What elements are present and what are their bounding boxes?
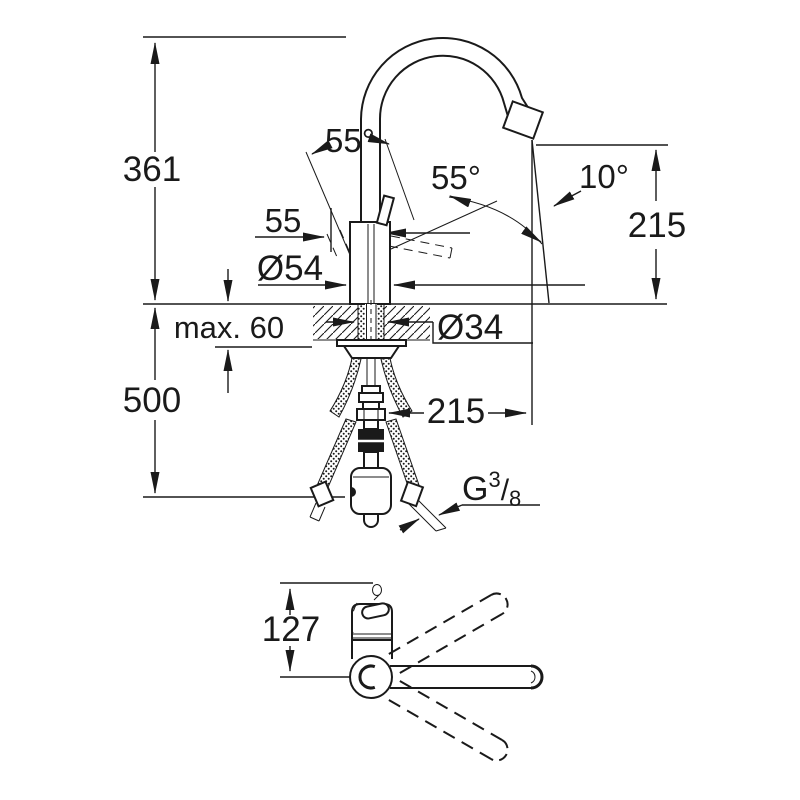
hose-fitting-right: [399, 480, 425, 508]
handle-down-line: [390, 200, 498, 250]
supply-hoses: [309, 418, 447, 532]
dim-below-deck-label: 500: [123, 381, 181, 420]
mounting-shank: [357, 300, 385, 346]
aerator-mousseur: [501, 100, 545, 140]
dim-thread-label: G3/8: [462, 467, 521, 511]
dim-swivel-right-label: 55°: [431, 159, 481, 196]
arc-right: [448, 196, 543, 245]
lever-top-view: [361, 602, 390, 620]
gooseneck-spout-inner: [378, 54, 513, 222]
body-band-lines: [352, 633, 392, 639]
handle-ghost-positions: [326, 229, 453, 259]
g38-arrow-2: [398, 518, 420, 534]
gooseneck-spout-outer: [360, 37, 537, 222]
dimension-lines-front-view: [143, 36, 668, 534]
dim-body-diameter-label: Ø54: [257, 249, 323, 288]
dim-handle-projection-label: 55: [265, 202, 302, 239]
swivel-base-circle: [349, 655, 393, 699]
spout-end-cap: [530, 664, 544, 690]
faucet-body: [349, 221, 391, 305]
countertop-section: [313, 306, 430, 341]
deck-hatch-right: [384, 306, 430, 339]
mounting-cone: [342, 345, 401, 359]
hose-end-left: [309, 502, 326, 522]
dim-hole-diameter-label: Ø34: [437, 308, 503, 347]
pullout-hose-in-body: [367, 224, 375, 303]
dimension-labels: 361 500 55° 55° 10° 215 55 Ø54 max. 60 Ø…: [123, 122, 686, 649]
g38-leader: [438, 502, 463, 516]
handle-tip-hook: [372, 584, 382, 596]
dim-spout-reach-label: 215: [427, 392, 485, 431]
d34-leader: [432, 322, 533, 344]
pull-out-weight: [350, 429, 392, 528]
deck-hatch-left: [313, 306, 358, 339]
stream-angle-line: [531, 139, 550, 304]
spout-end-cap-inner: [530, 670, 536, 684]
swivel-inner-ring: [358, 664, 376, 690]
dim-deck-thickness-label: max. 60: [174, 310, 284, 345]
dim-swivel-left-label: 55°: [325, 122, 375, 159]
dim-top-view-offset-label: 127: [262, 610, 320, 649]
swivel-right-line: [384, 138, 415, 221]
faucet-top-view: [280, 582, 544, 762]
spout-ghost-down: [388, 680, 509, 762]
dim-outlet-angle-label: 10°: [579, 158, 629, 195]
dim-overall-height-label: 361: [123, 150, 181, 189]
swivel-left-line: [305, 151, 354, 263]
hose-fitting-left: [309, 480, 335, 508]
handle-tip-line: [373, 594, 380, 601]
hose-end-right: [407, 499, 447, 532]
handle-ghost-arc: [351, 602, 358, 634]
dim-outlet-height-label: 215: [628, 206, 686, 245]
arc-left-arrow-a: [311, 140, 333, 155]
faucet-front-view: [309, 37, 545, 532]
spout-tube-top-view: [390, 665, 531, 689]
spout-ghost-up: [388, 592, 509, 674]
pullout-hose-coupling: [356, 385, 386, 430]
arc-right-arrow-b: [521, 226, 542, 243]
hose-bundle: [329, 357, 413, 418]
arc-right-arrow-a: [449, 195, 472, 208]
leader-10deg: [553, 190, 582, 207]
lever-handle: [375, 194, 396, 227]
body-sides-top-view: [351, 640, 393, 659]
